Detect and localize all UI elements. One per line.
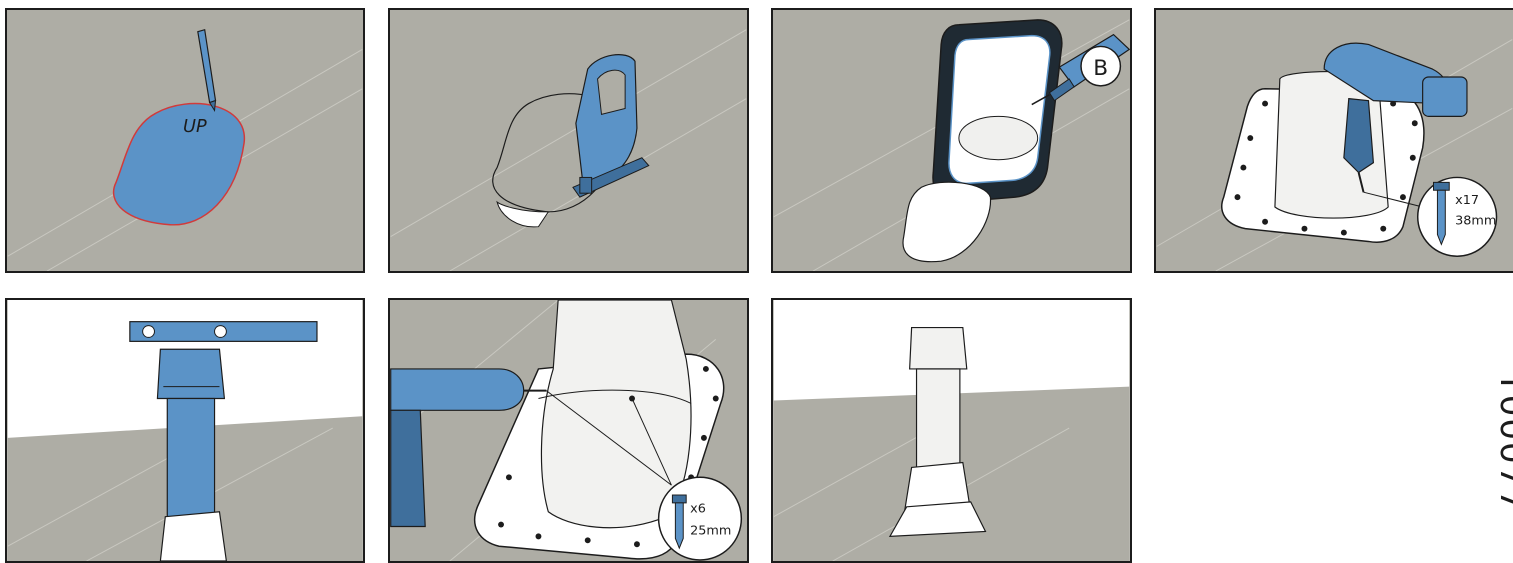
screw-count: x17 [1455, 193, 1479, 208]
screw-length: 38mm [1455, 214, 1496, 229]
step-6-illustration: x6 25mm [390, 300, 747, 561]
step-3-panel: B [771, 8, 1132, 273]
template-shape [114, 104, 245, 225]
document-code: T00077 [1492, 372, 1513, 492]
step-7-panel [771, 298, 1132, 563]
step-1-panel: UP [5, 8, 365, 273]
step-4-panel: x17 38mm [1154, 8, 1513, 273]
b-label: B [1093, 56, 1108, 81]
step-3-illustration: B [773, 10, 1130, 271]
step-6-panel: x6 25mm [388, 298, 749, 563]
screw-length: 25mm [690, 523, 731, 538]
step-5-illustration [7, 300, 363, 561]
step-4-illustration: x17 38mm [1156, 10, 1513, 271]
pencil-icon [198, 30, 216, 111]
step-7-illustration [773, 300, 1130, 561]
step-1-illustration: UP [7, 10, 363, 271]
cut-piece [903, 182, 991, 262]
step-2-illustration [390, 10, 747, 271]
jigsaw-icon [573, 55, 649, 198]
step-5-panel [5, 298, 365, 563]
screw-count: x6 [690, 502, 706, 517]
step-2-panel [388, 8, 749, 273]
screw-callout [659, 477, 742, 560]
up-label: UP [183, 117, 207, 137]
spirit-level-icon [130, 322, 317, 342]
